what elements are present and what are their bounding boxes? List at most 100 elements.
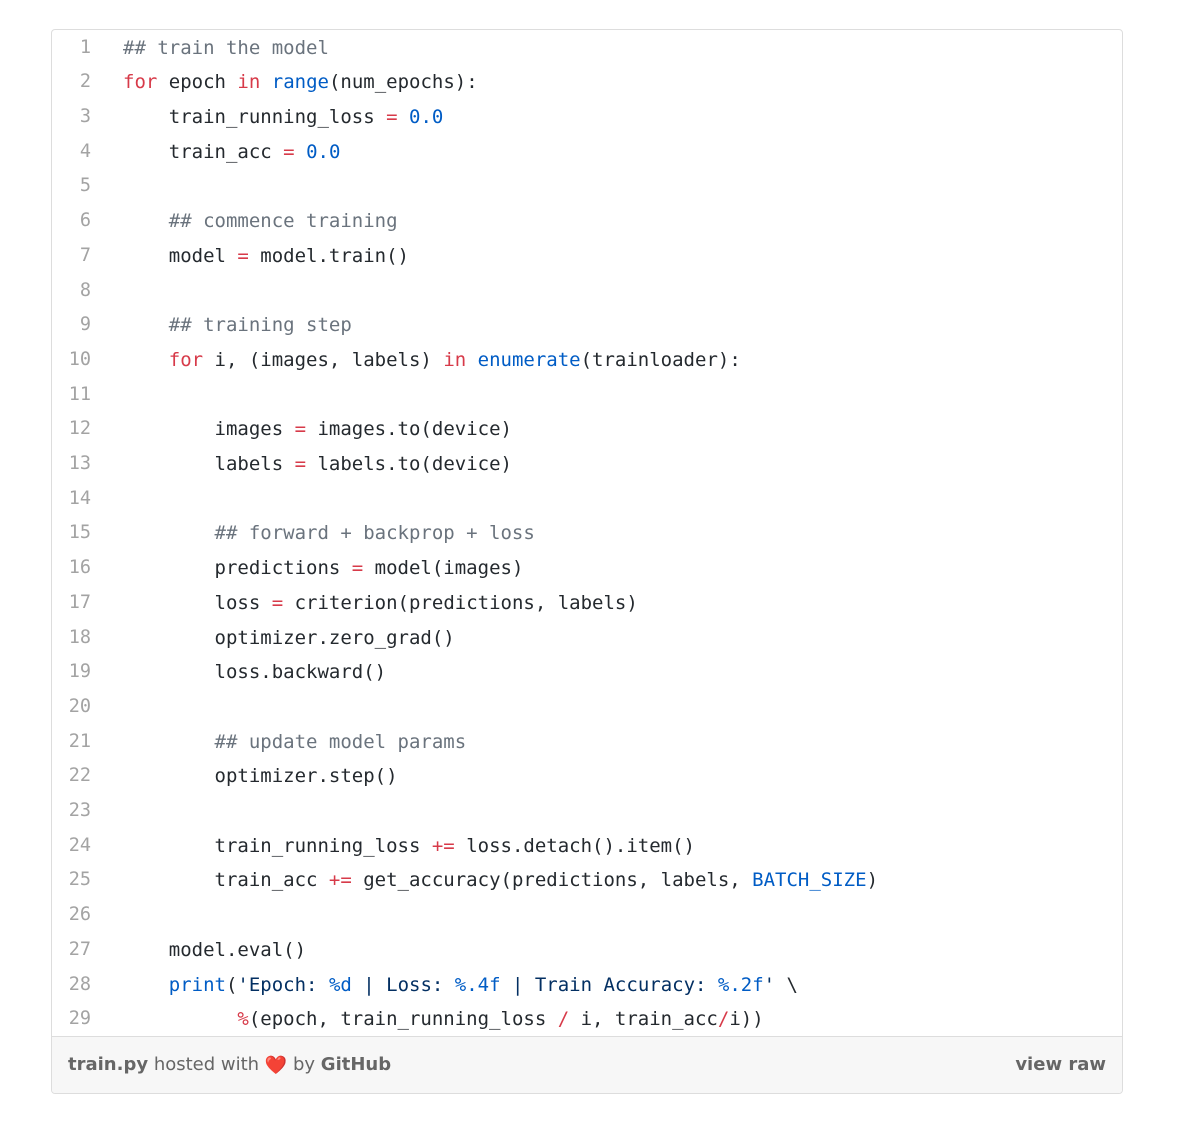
view-raw-link[interactable]: view raw — [1015, 1054, 1106, 1075]
code-token: ## train the model — [123, 36, 329, 59]
code-token — [295, 141, 306, 163]
code-token: i, (images, labels) — [203, 348, 444, 371]
line-number[interactable]: 8 — [79, 279, 91, 301]
code-token — [123, 314, 169, 336]
code-line: 10 for i, (images, labels) in enumerate(… — [52, 343, 1122, 378]
code-text: train_acc += get_accuracy(predictions, l… — [123, 863, 879, 898]
code-token: (epoch, train_running_loss — [248, 1008, 558, 1031]
line-number[interactable]: 28 — [68, 973, 91, 995]
github-link[interactable]: GitHub — [320, 1054, 392, 1075]
code-token: images.to(device) — [306, 418, 512, 441]
code-text: for epoch in range(num_epochs): — [123, 65, 478, 100]
code-token: %d — [328, 973, 352, 996]
line-number[interactable]: 10 — [68, 348, 91, 370]
code-line: 28 print('Epoch: %d | Loss: %.4f | Train… — [52, 968, 1122, 1003]
code-token: += — [431, 834, 455, 857]
code-token: \ — [775, 973, 798, 996]
line-number[interactable]: 13 — [68, 453, 91, 474]
line-number[interactable]: 22 — [68, 765, 91, 787]
code-token: = — [283, 140, 295, 163]
line-number[interactable]: 2 — [79, 71, 91, 93]
code-token — [123, 974, 169, 996]
line-number[interactable]: 9 — [79, 314, 91, 336]
code-token: model.eval() — [123, 938, 307, 961]
line-number[interactable]: 11 — [68, 383, 91, 405]
code-token: loss — [123, 591, 272, 614]
by-text: by — [292, 1054, 316, 1075]
code-token — [123, 1008, 237, 1030]
code-line: 21 ## update model params — [52, 725, 1122, 760]
code-token: images — [123, 418, 295, 441]
code-token: ) — [866, 869, 879, 892]
code-token: = — [351, 557, 364, 580]
code-line: 20 — [52, 690, 1122, 725]
code-token: ## update model params — [214, 730, 467, 753]
code-line: 25 train_acc += get_accuracy(predictions… — [52, 863, 1122, 898]
code-token: %.4f — [454, 973, 501, 996]
gist-filename-link[interactable]: train.py — [68, 1054, 149, 1075]
line-number[interactable]: 4 — [79, 140, 91, 162]
code-text: ## forward + backprop + loss — [123, 516, 535, 551]
code-line: 11 — [52, 378, 1122, 413]
code-token: = — [294, 418, 307, 441]
code-token: ## forward + backprop + loss — [214, 522, 535, 545]
code-text: ## update model params — [123, 725, 467, 760]
line-number[interactable]: 3 — [79, 106, 91, 127]
code-token: 0.0 — [306, 140, 341, 163]
code-token: / — [557, 1008, 570, 1031]
code-token — [123, 210, 169, 232]
line-number[interactable]: 6 — [79, 210, 91, 232]
line-number[interactable]: 15 — [68, 522, 91, 544]
line-number[interactable]: 17 — [68, 591, 91, 613]
code-token: criterion(predictions, labels) — [283, 591, 638, 614]
code-token: %.2f — [717, 973, 764, 996]
line-number[interactable]: 16 — [68, 557, 91, 579]
code-line: 12 images = images.to(device) — [52, 412, 1122, 447]
code-token: labels.to(device) — [306, 453, 512, 475]
code-text: model.eval() — [123, 933, 306, 968]
code-token — [260, 71, 271, 93]
line-number[interactable]: 19 — [68, 661, 91, 683]
line-number[interactable]: 20 — [68, 695, 91, 717]
code-text: labels = labels.to(device) — [123, 447, 512, 482]
code-token — [123, 522, 215, 544]
line-number[interactable]: 29 — [68, 1008, 91, 1030]
code-token: predictions — [123, 557, 352, 580]
line-number[interactable]: 12 — [68, 418, 91, 440]
code-line: 29 %(epoch, train_running_loss / i, trai… — [52, 1002, 1122, 1037]
code-text: loss = criterion(predictions, labels) — [123, 586, 638, 621]
code-token: = — [271, 591, 284, 614]
code-line: 7 model = model.train() — [52, 239, 1122, 274]
code-text: train_running_loss = 0.0 — [123, 100, 444, 135]
code-token: labels — [123, 453, 295, 475]
line-number[interactable]: 7 — [79, 244, 91, 266]
code-line: 3 train_running_loss = 0.0 — [52, 100, 1122, 135]
line-number[interactable]: 24 — [68, 834, 91, 856]
code-line: 6 ## commence training — [52, 204, 1122, 239]
line-number[interactable]: 27 — [68, 938, 91, 960]
line-number[interactable]: 1 — [79, 36, 91, 58]
line-number[interactable]: 5 — [79, 175, 91, 197]
code-token: model(images) — [363, 557, 524, 580]
code-line: 1 ## train the model — [52, 31, 1122, 66]
code-token: ( — [225, 973, 238, 996]
code-token: | Loss: — [351, 973, 455, 996]
line-number[interactable]: 23 — [68, 800, 91, 821]
code-token: get_accuracy(predictions, labels, — [351, 869, 753, 892]
gist-embed: 1 ## train the model 2 for epoch in range(n… — [51, 29, 1123, 1094]
line-number[interactable]: 26 — [68, 904, 91, 926]
line-number[interactable]: 18 — [68, 626, 91, 648]
code-text: images = images.to(device) — [123, 412, 512, 447]
code-line: 19 loss.backward() — [52, 655, 1122, 690]
code-token: train_running_loss — [123, 106, 387, 128]
code-token: BATCH_SIZE — [752, 869, 867, 892]
code-token: in — [443, 348, 467, 371]
code-line: 24 train_running_loss += loss.detach().i… — [52, 829, 1122, 864]
gist-footer: train.py hosted with ❤️ by GitHub view r… — [52, 1036, 1122, 1093]
code-token: epoch — [157, 71, 238, 94]
line-number[interactable]: 14 — [68, 487, 91, 509]
code-line: 14 — [52, 482, 1122, 517]
line-number[interactable]: 25 — [68, 869, 91, 891]
code-token: model.train() — [248, 244, 409, 267]
line-number[interactable]: 21 — [68, 730, 91, 752]
